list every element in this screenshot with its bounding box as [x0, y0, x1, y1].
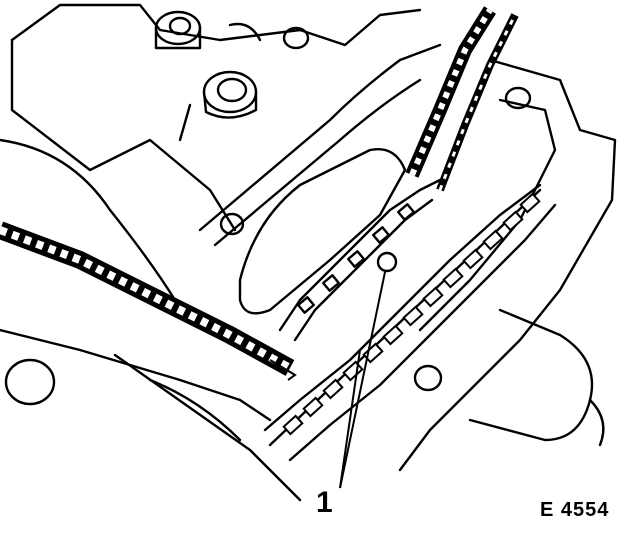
callout-label-1: 1: [316, 486, 333, 519]
camshaft: [278, 178, 442, 332]
tensioner-body: [468, 308, 594, 442]
hole-top: [282, 26, 310, 50]
block-lower-edge: [0, 328, 272, 422]
chain-guide-inner: [288, 203, 557, 462]
timing-chain-upper: [405, 6, 519, 192]
bolt-top: [154, 10, 202, 50]
callout-leader: [339, 271, 386, 489]
housing-hole-left-bottom: [4, 358, 56, 406]
bolt-middle: [202, 70, 258, 119]
timing-chain-left: [0, 221, 297, 381]
figure-code: E 4554: [540, 499, 610, 521]
housing-hole-right-top: [504, 86, 532, 110]
housing-hole-left: [219, 212, 245, 236]
housing-hole-right: [413, 364, 443, 392]
timing-mark-hole: [376, 251, 398, 273]
camshaft-lobes: [296, 203, 416, 314]
housing-outline: [198, 43, 442, 232]
timing-chain-lower: [282, 192, 541, 436]
right-housing: [398, 58, 617, 472]
cover-opening: [238, 148, 407, 315]
engine-block-outline: [10, 3, 422, 47]
engine-block-edge: [10, 38, 237, 232]
chain-guide-outer: [263, 183, 542, 432]
block-curve: [0, 138, 177, 302]
